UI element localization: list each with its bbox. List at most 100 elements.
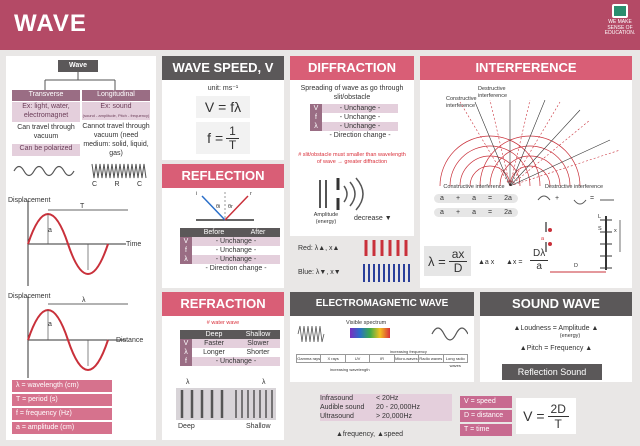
logo-icon [612,4,628,18]
sound-var: T = time [460,424,512,436]
logo-text: WE MAKE SENSE OF EDUCATION. [604,19,636,36]
red-blue-fringes [363,240,410,282]
formula-arrow-2: ▲x = [506,259,523,266]
diffraction-row-var: f [310,113,322,122]
em-spectrum-title: ELECTROMAGNETIC WAVE SPECTRUM [290,292,474,333]
time-graph [27,200,128,286]
transverse-vs-longitudinal-icon [13,163,147,179]
sound-vars: V = speed D = distance T = time [460,396,512,438]
frequency-formula-lhs: f = [207,130,224,146]
diffraction-decrease: decrease ▼ [354,215,392,222]
transverse-title: Transverse [12,90,80,101]
reflection-diagram [196,192,254,221]
wave-speed-unit: unit: ms⁻¹ [207,85,239,92]
sound-range-name: Audible sound [320,404,365,411]
sound-footer: ▲frequency, ▲speed [336,431,404,438]
sound-var: V = speed [460,396,512,408]
eq-op: + [455,195,461,202]
wave-speed-title: WAVE SPEED, V [162,56,284,80]
red-label: Red: λ▲, x▲ [298,245,340,252]
formula-lhs: λ = [428,253,446,269]
em-band: Micro-waves [395,355,420,362]
eq-op: = [488,209,493,216]
refraction-lambda-shallow: λ [262,379,266,386]
sound-range-name: Ultrasound [320,413,354,420]
formula-den: D [453,260,463,275]
wave-tree-lines [44,72,116,90]
eq-term: a [472,195,476,202]
interference-formula-2: Dλ a [530,248,549,273]
destructive-eq-diagram [537,195,614,205]
eq-op: = [488,195,493,202]
constructive-label: Constructive interference [446,96,477,109]
destructive-plus: + [555,195,560,202]
graph-distance-ylabel: Displacement [8,293,51,300]
constructive-eq-label: Constructive interference [443,184,505,190]
refraction-head-deep: Deep [205,331,223,338]
definitions-list: λ = wavelength (cm) T = period (s) f = f… [12,380,112,436]
reflection-head-after: After [250,229,266,236]
refraction-row-var: f [180,357,192,366]
reflection-row-var: V [180,237,192,246]
refraction-shallow-label: Shallow [246,423,271,430]
diffraction-row-var: V [310,104,322,113]
em-spectrum-visual [297,325,468,343]
transverse-item: Can travel through vacuum [17,124,75,140]
sound-pitch: ▲Pitch = Frequency ▲ [519,345,593,352]
refraction-title: REFRACTION [162,292,284,316]
fringe-L-label: L [598,214,602,220]
reflected-label: r [250,191,252,197]
refraction-row-var: λ [180,348,192,357]
em-band: X rays [321,355,346,362]
diffraction-desc: Spreading of wave as go through slit/obs… [300,85,404,101]
diffraction-row-val: - Unchange - [339,123,381,130]
em-band: Long radio waves [445,356,465,368]
refraction-row-val: - Unchange - [215,358,257,365]
interference-title: INTERFERENCE [420,56,632,80]
wave-root-label: Wave [58,60,98,72]
refraction-row-val: Faster [204,340,224,347]
double-slit-diagram [544,216,621,273]
longitudinal-item: Ex: sound [82,102,150,112]
refraction-wavefronts [176,388,276,420]
sound-var: D = distance [460,410,512,422]
formula2-num: Dλ [530,248,549,261]
definition-item: a = amplitude (cm) [12,422,112,434]
reflection-row-val: - Unchange - [215,256,257,263]
distance-D-label: D [574,263,578,269]
sound-range-value: < 20Hz [376,395,399,402]
eq-term: 2a [504,195,512,202]
theta-r-label: θr [228,204,233,210]
sound-formula-den: T [554,416,562,431]
em-freq-label: increasing frequency [390,349,427,354]
reflection-row-val: - Unchange - [215,238,257,245]
em-band: UV [346,355,371,362]
refraction-row-val: Longer [203,349,225,356]
reflection-row-var: λ [180,255,192,264]
destructive-equals: = [590,195,595,202]
frequency-formula-num: 1 [226,124,239,139]
formula-num: ax [448,247,468,262]
sound-title: SOUND WAVE [480,292,632,316]
eq-term: a [440,209,444,216]
brand-logo: WE MAKE SENSE OF EDUCATION. [602,4,638,46]
reflection-sound-badge: Reflection Sound [502,364,602,380]
refraction-row-val: Slower [247,340,269,347]
refraction-note: # water wave [206,320,240,326]
graph-time-amp-label: a [48,227,52,234]
refraction-head-shallow: Shallow [245,331,271,338]
graph-distance-amp-label: a [48,321,52,328]
reflection-title: REFLECTION [162,164,284,188]
em-wl-label: increasing wavelength [330,367,370,372]
sound-formula-lhs: V = [523,408,545,424]
refraction-row-val: Shorter [246,349,270,356]
reflection-row-var: f [180,246,192,255]
eq-op: + [455,209,461,216]
sound-loudness-sub: (energy) [559,333,581,339]
sound-range-value: > 20,000Hz [376,413,412,420]
rarefaction-label: R [114,181,120,188]
em-band: IR [370,355,395,362]
eq-term: 2a [504,209,512,216]
fringe-S-label: S [598,226,602,232]
